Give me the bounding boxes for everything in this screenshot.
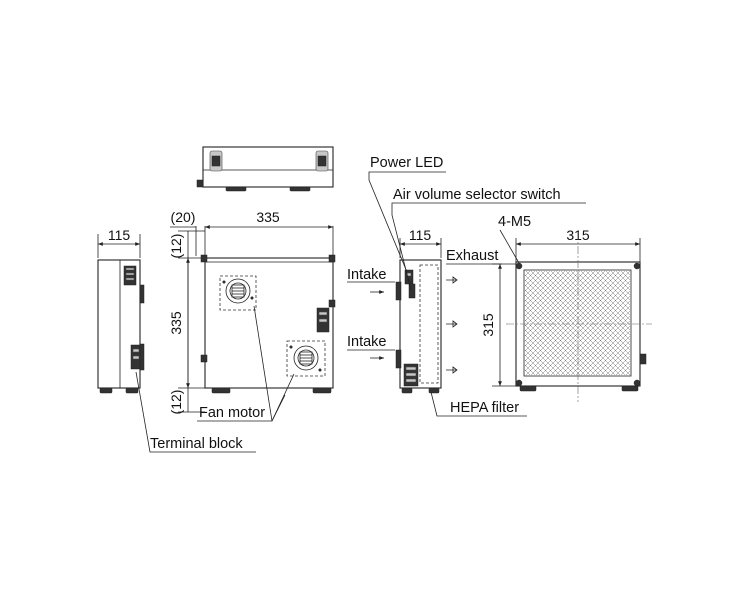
exhaust-label: Exhaust — [446, 248, 498, 264]
power-led-label: Power LED — [370, 155, 443, 171]
filter-mesh — [525, 271, 630, 375]
side-width-dim: 115 — [108, 227, 131, 243]
right-side-view: 115 — [370, 227, 458, 394]
front-offset-dim: (20) — [171, 209, 196, 225]
intake-bottom-label: Intake — [347, 334, 387, 350]
mount-hole — [633, 379, 641, 387]
intake-arrows — [370, 290, 384, 360]
terminal-block-label: Terminal block — [150, 436, 243, 452]
air-volume-selector-label: Air volume selector switch — [393, 187, 561, 203]
left-side-view: 115 — [97, 227, 145, 394]
right-side-width-dim: 115 — [409, 227, 432, 243]
top-view — [196, 146, 334, 192]
hepa-filter-part — [419, 264, 439, 384]
top-margin-dim: (12) — [168, 234, 184, 259]
fan-motor-1 — [219, 275, 257, 311]
mount-hole — [633, 262, 641, 270]
front-view: (20) 335 (12) 335 (12) — [168, 209, 336, 415]
intake-top-label: Intake — [347, 267, 387, 283]
front-width-dim: 335 — [256, 209, 280, 225]
mount-hole — [515, 379, 523, 387]
back-view: 315 315 — [480, 227, 652, 402]
mount-hole — [515, 262, 523, 270]
fan-motor-2 — [286, 340, 326, 377]
bottom-margin-dim: (12) — [168, 390, 184, 415]
back-height-dim: 315 — [480, 313, 496, 337]
front-height-dim: 335 — [168, 311, 184, 335]
exhaust-arrows — [446, 276, 458, 374]
leaders — [135, 171, 586, 453]
mount-holes-label: 4-M5 — [498, 214, 531, 230]
hepa-filter-label: HEPA filter — [450, 400, 519, 416]
fan-motor-label: Fan motor — [199, 405, 265, 421]
